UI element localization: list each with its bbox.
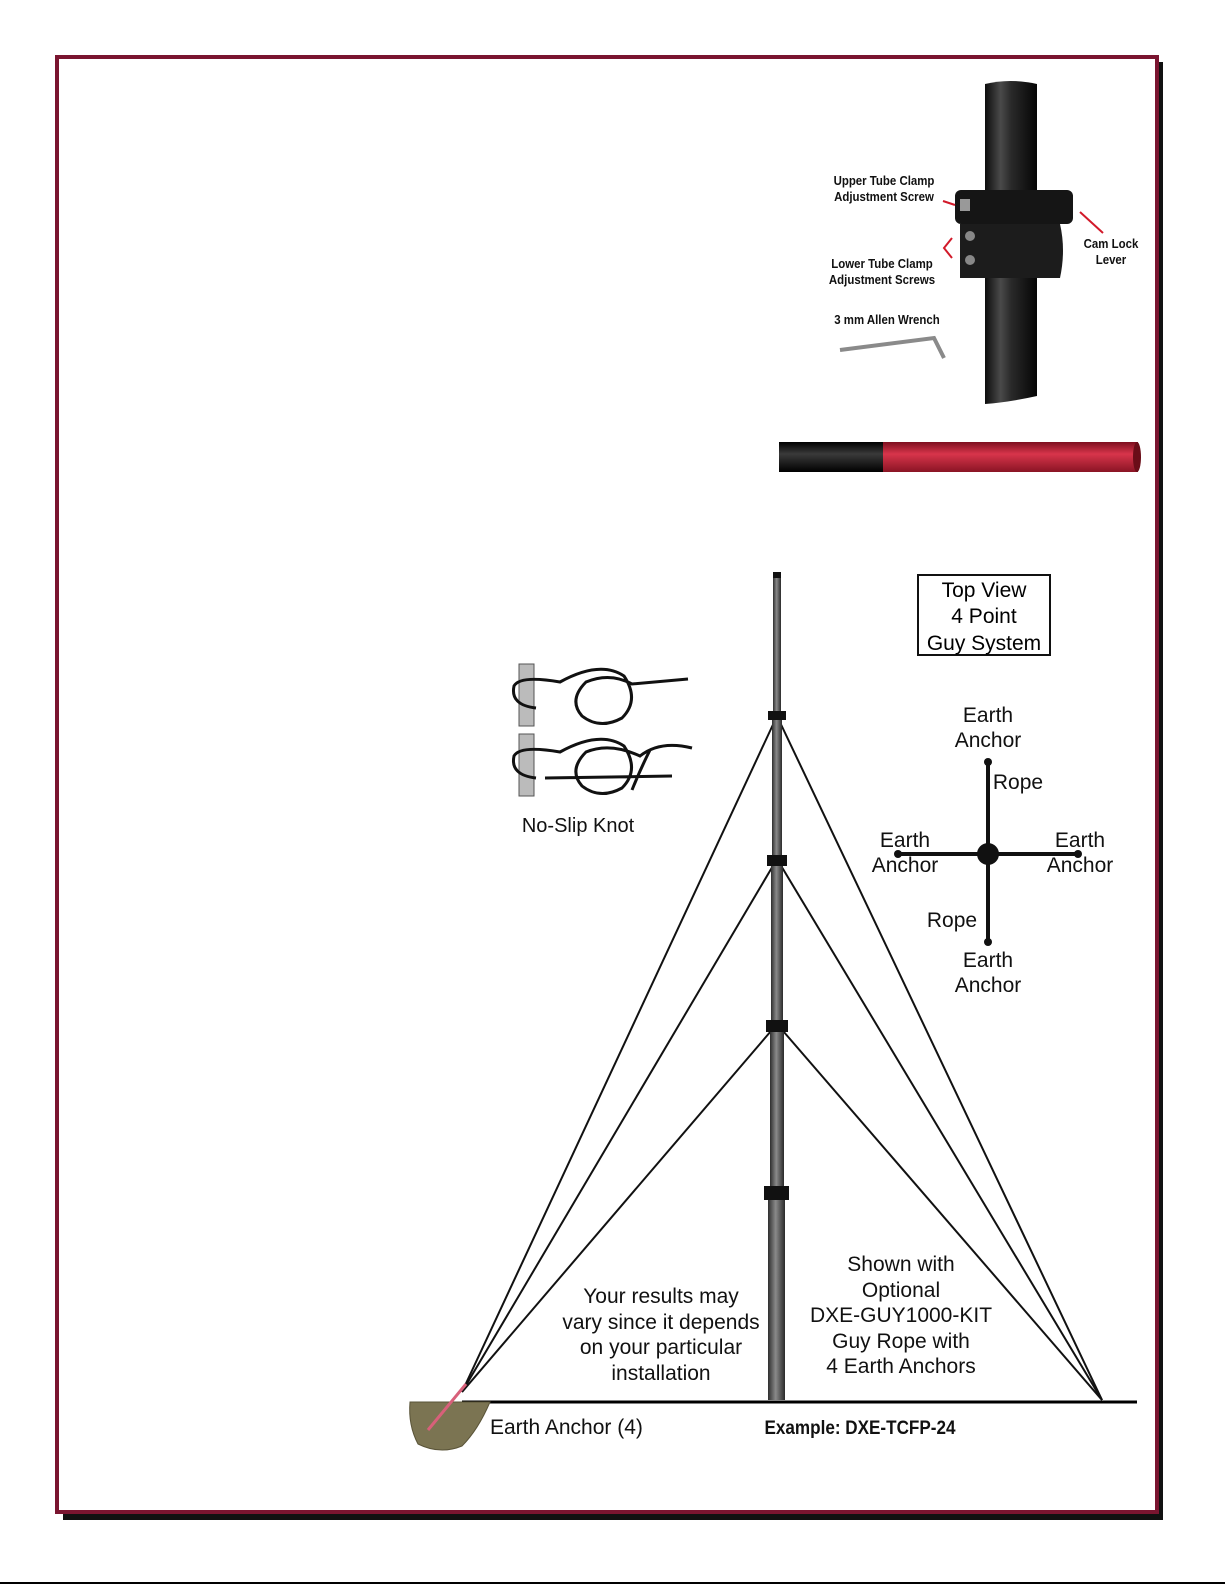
lower-clamp-screw-2 [965,255,975,265]
rope-right-middle [776,858,1103,1401]
mast-section-1 [773,572,781,718]
allen-wrench [839,335,946,359]
tube-red-section [883,442,1138,472]
upper-pointer [942,200,956,206]
anchor-label-top: Earth Anchor [954,704,1022,753]
tube-black-section [779,442,883,472]
anchor-dot-bottom [984,938,992,946]
upper-clamp-screw [960,199,970,211]
mast-tip [773,572,781,578]
rope-left-middle [461,858,778,1393]
anchor-dot-right [1074,850,1082,858]
lower-clamp-label: Lower Tube Clamp Adjustment Screws [828,256,936,287]
upper-clamp-label: Upper Tube Clamp Adjustment Screw [833,173,935,204]
knot-1 [511,667,689,725]
guy-ropes [461,715,1103,1401]
anchor-label-right: Earth Anchor [1046,829,1114,878]
anchor-label-left: Earth Anchor [871,829,939,878]
mast-section-2 [772,716,782,861]
page-bottom-rule [0,1582,1225,1584]
mast-section-4 [770,1024,784,1192]
example-label: Example: DXE-TCFP-24 [764,1418,956,1439]
knot-illustration [511,663,693,797]
earth-anchor-illustration [409,1383,491,1451]
rope-right-lower [776,1023,1103,1401]
cam-pointer [1079,211,1104,234]
results-note: Your results may vary since it depends o… [562,1285,760,1385]
tube-end [1133,442,1141,472]
rope-left-upper [461,715,778,1393]
anchor-dot-left [894,850,902,858]
earth-anchor-label: Earth Anchor (4) [490,1416,643,1439]
rope-right-upper [776,715,1103,1401]
mast-collar-3 [766,1020,788,1032]
mast-collar-4 [764,1186,789,1200]
knot-post-1 [518,663,535,727]
anchor-label-bottom: Earth Anchor [954,949,1022,998]
rope-label-top: Rope [992,771,1044,794]
mast-section-3 [771,859,783,1025]
clamp-photo [839,81,1104,404]
knot-post-2 [518,733,535,797]
soil-clump [409,1401,491,1451]
anchor-dot-top [984,758,992,766]
mast [764,572,789,1400]
lower-clamp-screw-1 [965,231,975,241]
anchor-stake [426,1383,468,1431]
rope-label-bottom: Rope [926,909,978,932]
top-view-cross [894,758,1082,946]
cam-lock-label: Cam Lock Lever [1083,236,1139,267]
cross-center-mast [977,843,999,865]
red-black-tube [779,442,1141,472]
mast-collar-2 [767,855,787,866]
knot-2 [511,737,693,795]
shown-with-note: Shown with Optional DXE-GUY1000-KIT Guy … [809,1253,993,1379]
upper-clamp [955,190,1073,224]
top-view-title: Top View 4 Point Guy System [917,574,1051,656]
rope-left-lower [461,1023,778,1393]
page-frame [55,55,1159,1514]
knot-label: No-Slip Knot [521,815,635,837]
allen-wrench-label: 3 mm Allen Wrench [834,312,940,327]
lower-clamp [960,224,1063,278]
mast-section-5 [768,1190,785,1400]
lower-pointer [942,237,953,259]
mast-collar-1 [768,711,786,720]
